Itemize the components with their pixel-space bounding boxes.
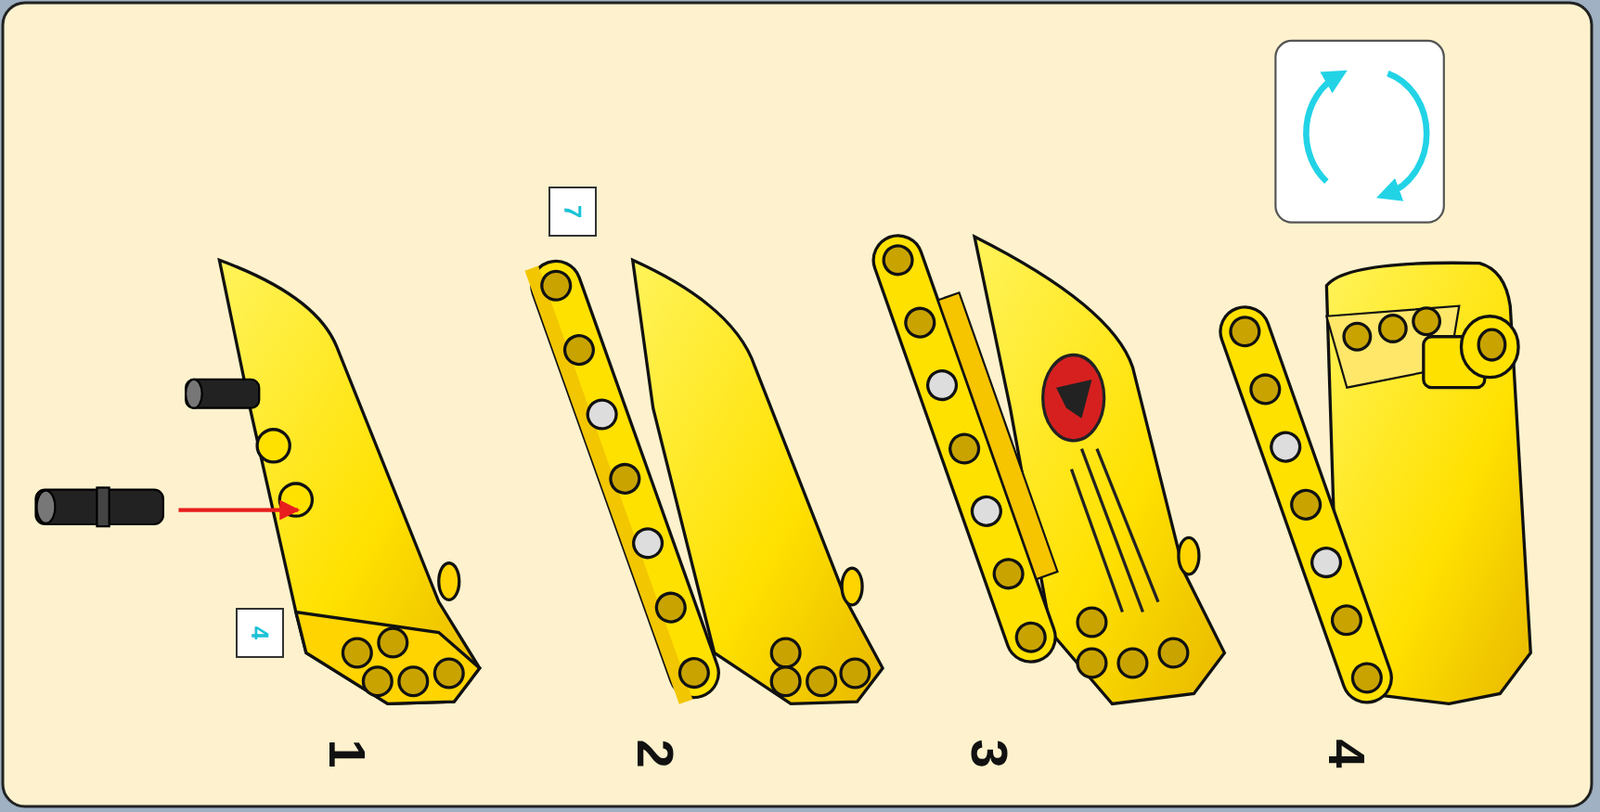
connector-pin xyxy=(96,487,109,527)
liftarm-beam xyxy=(525,254,726,705)
step-number: 1 xyxy=(321,738,374,768)
connector-pin xyxy=(37,490,56,524)
rotate-icon xyxy=(1275,40,1444,223)
panel-part xyxy=(1343,322,1371,350)
liftarm-beam xyxy=(1012,619,1049,656)
sticker xyxy=(1056,379,1092,419)
panel-part xyxy=(378,628,408,658)
panel-part xyxy=(771,667,800,697)
part-count-box: 7 xyxy=(548,186,597,237)
panel-part xyxy=(1159,638,1188,668)
step-number: 4 xyxy=(1320,738,1373,768)
connector-pin xyxy=(35,487,163,527)
panel-part xyxy=(1380,315,1407,343)
sticker xyxy=(1070,449,1158,613)
part-count-box: 4 xyxy=(235,607,284,659)
panel-part xyxy=(807,667,837,697)
panel-part xyxy=(841,567,863,606)
sticker xyxy=(1043,355,1159,613)
panel-part xyxy=(1460,316,1519,378)
liftarm-beam xyxy=(1307,543,1344,581)
liftarm-beam xyxy=(1287,486,1324,523)
liftarm-beam xyxy=(866,221,1084,670)
panel-part xyxy=(771,638,800,668)
step-number: 2 xyxy=(629,738,682,768)
callout-number: 4 xyxy=(247,626,272,640)
panel-part xyxy=(362,667,392,697)
panel-part xyxy=(219,259,479,704)
liftarm-beam xyxy=(879,242,917,279)
sticker xyxy=(1043,355,1105,441)
liftarm-beam xyxy=(525,266,694,705)
sticker xyxy=(938,292,1059,580)
rotate-icon xyxy=(1387,73,1427,194)
liftarm-beam xyxy=(538,267,575,304)
panel-part xyxy=(1077,607,1107,637)
connector-pin xyxy=(185,379,203,409)
liftarm-beam xyxy=(946,430,983,467)
panel-part xyxy=(1413,308,1441,336)
liftarm-beam xyxy=(967,492,1005,530)
panel-part xyxy=(1478,329,1506,361)
liftarm-beam xyxy=(1328,602,1365,639)
liftarm-beam xyxy=(1348,659,1385,697)
panel-part xyxy=(342,638,372,668)
panel-part xyxy=(257,429,290,463)
step-number: 3 xyxy=(963,738,1016,768)
insert-arrow xyxy=(178,507,298,512)
liftarm-beam xyxy=(525,254,726,705)
liftarm-beam xyxy=(990,555,1027,593)
panel-part xyxy=(296,612,480,705)
liftarm-beam xyxy=(583,396,620,433)
panel-part xyxy=(399,667,428,697)
panel-part xyxy=(434,658,464,688)
rotate-icon xyxy=(1275,40,1444,223)
panel-part xyxy=(1077,648,1107,678)
panel-part xyxy=(840,658,870,688)
liftarm-beam xyxy=(606,460,644,497)
panel-part xyxy=(438,563,460,601)
liftarm-beam xyxy=(675,654,712,691)
liftarm-beam xyxy=(1213,300,1399,710)
liftarm-beam xyxy=(866,229,1062,670)
connector-pin xyxy=(185,379,259,409)
liftarm-beam xyxy=(1226,313,1264,350)
rotate-icon xyxy=(1305,76,1337,181)
liftarm-beam xyxy=(1213,300,1399,710)
liftarm-beam xyxy=(1267,428,1304,465)
callout-number: 7 xyxy=(560,205,585,219)
liftarm-beam xyxy=(902,304,939,341)
liftarm-beam xyxy=(652,589,689,626)
liftarm-beam xyxy=(1247,371,1284,408)
panel-part xyxy=(219,259,479,704)
liftarm-beam xyxy=(629,525,666,562)
liftarm-beam xyxy=(560,331,597,368)
panel-part xyxy=(1118,648,1148,678)
parts-art xyxy=(35,40,1531,710)
connector-pin xyxy=(185,379,259,409)
liftarm-beam xyxy=(923,366,960,403)
panel-part xyxy=(1178,537,1200,575)
